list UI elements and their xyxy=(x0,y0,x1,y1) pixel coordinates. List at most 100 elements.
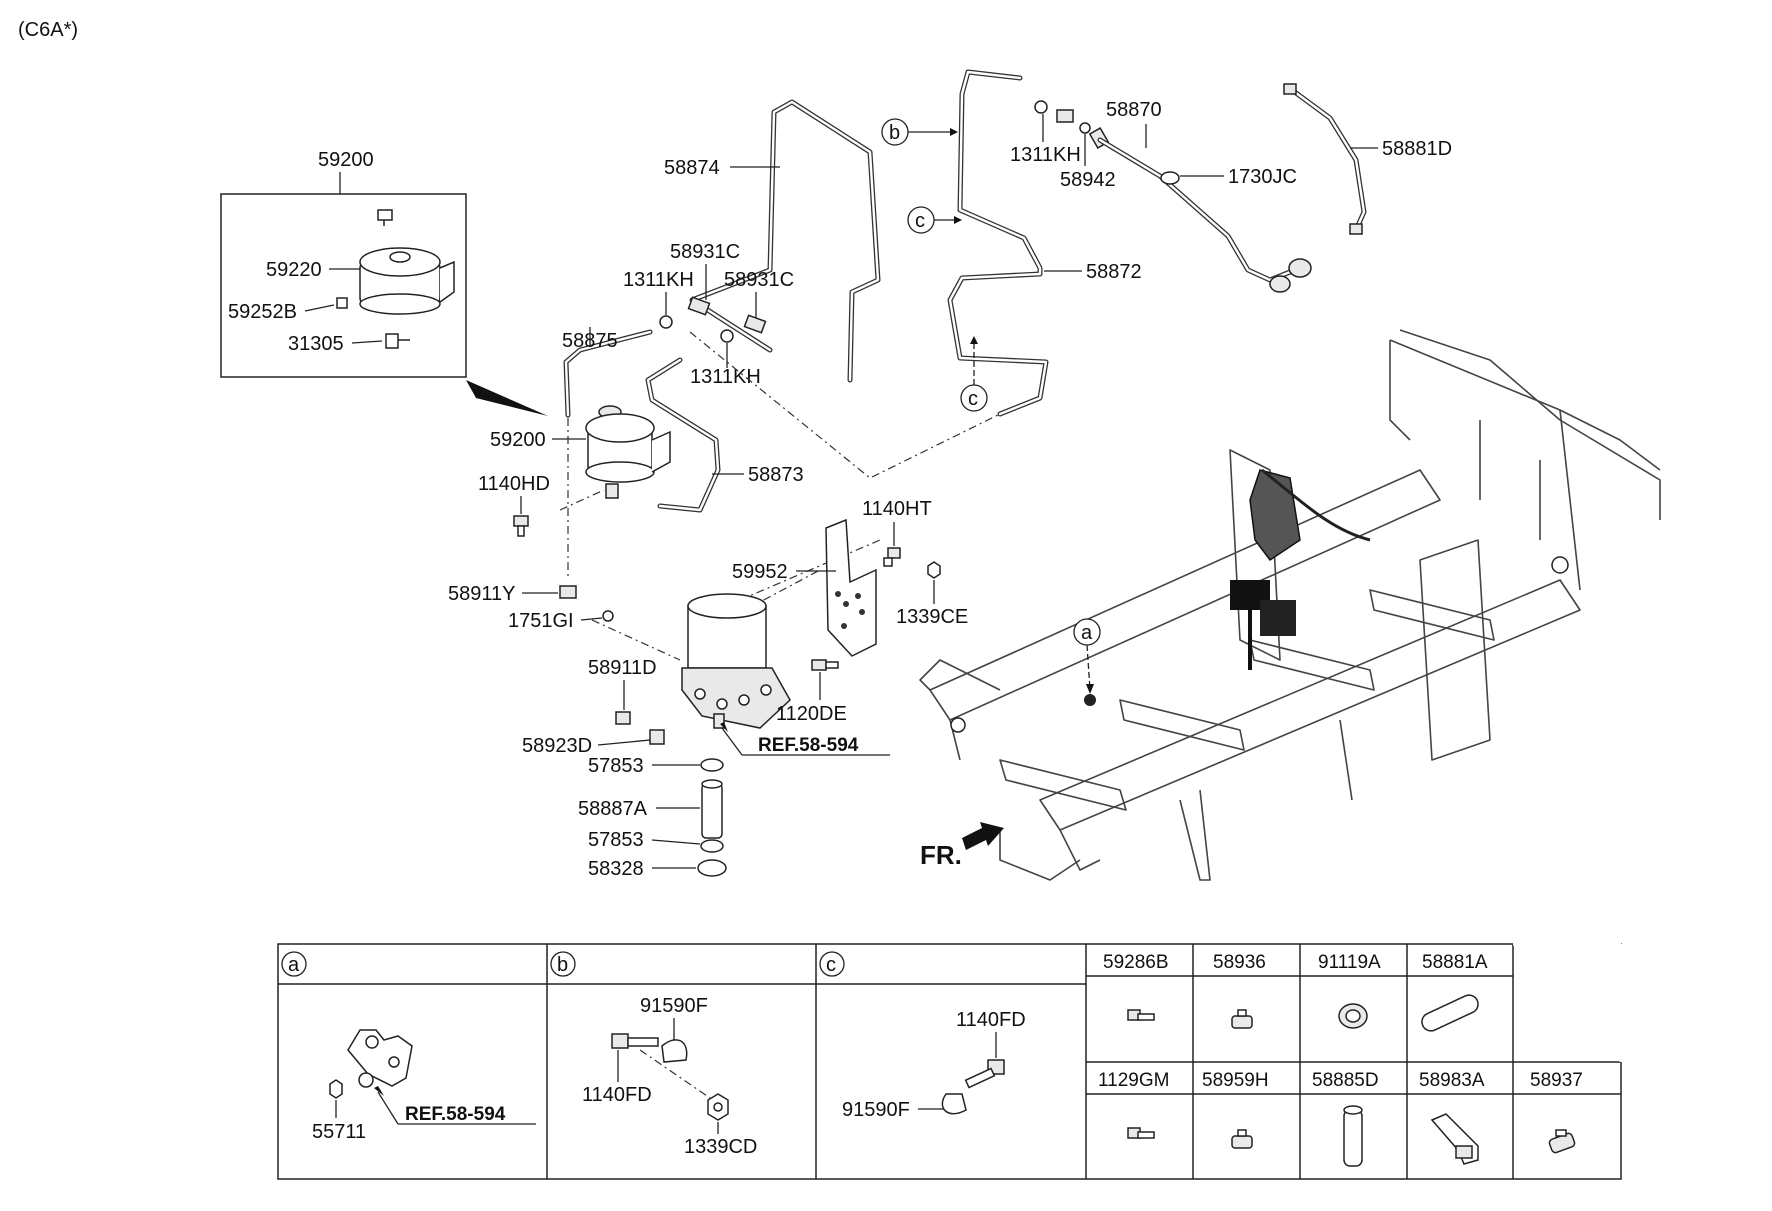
table-a-ref: REF.58-594 xyxy=(405,1104,506,1125)
air-dryer-icon xyxy=(681,593,791,729)
parts-table: a 55711 REF.58-594 b xyxy=(277,942,1623,1180)
label-1311KH-top: 1311KH xyxy=(1010,144,1081,166)
table-cell-91119A: 91119A xyxy=(1318,952,1381,973)
ref-58-594: REF.58-594 xyxy=(758,735,859,756)
table-a-55711: 55711 xyxy=(312,1121,366,1143)
label-1311KH-b: 1311KH xyxy=(690,366,761,388)
fitting-58923D-icon xyxy=(649,729,665,745)
front-arrow-icon xyxy=(962,822,1004,850)
label-58874: 58874 xyxy=(664,157,720,179)
valve-59200-icon xyxy=(585,405,671,499)
label-57853-a: 57853 xyxy=(588,755,644,777)
label-1311KH-a: 1311KH xyxy=(623,269,694,291)
bolt-59286B-icon xyxy=(1127,1009,1155,1021)
table-cell-58983A: 58983A xyxy=(1419,1070,1485,1091)
svg-text:a: a xyxy=(1081,622,1093,644)
fr-label: FR. xyxy=(920,840,962,870)
table-b-1140FD: 1140FD xyxy=(582,1084,652,1106)
cap-icon xyxy=(1269,275,1291,293)
connector-58931C-icon xyxy=(687,296,711,316)
fitting-31305-icon xyxy=(385,333,410,349)
cap-icon xyxy=(1288,258,1312,278)
label-59220: 59220 xyxy=(266,259,322,281)
clamp-57853-icon xyxy=(700,758,724,772)
label-58872: 58872 xyxy=(1086,261,1142,283)
label-1730JC: 1730JC xyxy=(1228,166,1297,188)
table-section-a: a 55711 REF.58-594 xyxy=(281,951,536,1143)
bracket-59952-icon xyxy=(825,518,877,657)
svg-text:b: b xyxy=(557,954,568,976)
table-cell-1129GM: 1129GM xyxy=(1098,1070,1169,1091)
ring-1311KH-icon xyxy=(659,315,673,329)
label-1751GI: 1751GI xyxy=(508,610,574,632)
table-cell-58885D: 58885D xyxy=(1312,1070,1379,1091)
pipe-58875 xyxy=(563,329,653,418)
pipe-58872 xyxy=(947,69,1049,417)
label-1120DE: 1120DE xyxy=(776,703,847,725)
callout-b: b xyxy=(881,118,958,146)
label-1140HD: 1140HD xyxy=(478,473,550,495)
svg-text:c: c xyxy=(826,954,836,976)
table-section-b: b 91590F 1140FD 1339CD xyxy=(550,951,757,1158)
fitting-58911D-icon xyxy=(615,711,631,725)
svg-text:b: b xyxy=(889,122,900,144)
bolt-1120DE-icon xyxy=(811,659,839,671)
bolt-1129GM-icon xyxy=(1127,1127,1155,1139)
inset-59200: 59200 59220 59252B 31305 xyxy=(220,149,467,378)
fitting-58937-icon xyxy=(1548,1129,1576,1154)
table-b-91590F: 91590F xyxy=(640,995,708,1017)
pipe-58874 xyxy=(689,99,881,383)
clip-91590F-icon xyxy=(661,1039,688,1063)
label-58881D: 58881D xyxy=(1382,138,1452,160)
table-cell-58881A: 58881A xyxy=(1422,952,1488,973)
svg-text:a: a xyxy=(288,954,300,976)
o-ring-58942-icon xyxy=(1079,122,1091,134)
label-1140HT: 1140HT xyxy=(862,498,932,520)
table-c-1140FD: 1140FD xyxy=(956,1009,1026,1031)
label-58911Y: 58911Y xyxy=(448,583,515,605)
hose-58885D-icon xyxy=(1343,1105,1363,1167)
callout-c-bottom: c xyxy=(960,336,988,412)
table-row-2: 1129GM 58959H 58885D 58983A 58937 xyxy=(1098,1070,1583,1167)
label-58931C-a: 58931C xyxy=(670,241,740,263)
ring-1311KH-icon xyxy=(720,329,734,343)
hose-58881D xyxy=(1283,83,1367,235)
fitting-58959H-icon xyxy=(1231,1129,1253,1149)
link-line xyxy=(739,539,881,601)
fittings-58870-row xyxy=(1034,100,1110,149)
mount-bracket-icon xyxy=(347,1029,413,1088)
label-58942: 58942 xyxy=(1060,169,1116,191)
table-b-1339CD: 1339CD xyxy=(684,1136,757,1158)
label-58873: 58873 xyxy=(748,464,804,486)
bolt-55711-icon xyxy=(329,1079,343,1099)
bolt-1140FD-icon xyxy=(611,1033,659,1049)
front-direction-indicator: FR. xyxy=(920,822,1004,870)
table-cell-58959H: 58959H xyxy=(1202,1070,1269,1091)
table-section-c: c 1140FD 91590F xyxy=(819,951,1026,1121)
bolt-1140FD-icon xyxy=(964,1059,1005,1089)
fitting-58936-icon xyxy=(1231,1009,1253,1029)
label-31305: 31305 xyxy=(288,333,344,355)
nut-1339CE-icon xyxy=(927,561,941,579)
label-59252B: 59252B xyxy=(228,301,297,323)
label-1339CE: 1339CE xyxy=(896,606,968,628)
label-59200-inset: 59200 xyxy=(318,149,374,171)
link-line xyxy=(559,489,605,511)
table-row-1: 59286B 58936 91119A 58881A xyxy=(1103,952,1488,1032)
elbow-fitting-icon xyxy=(377,209,393,226)
bolt-1140HT-icon xyxy=(883,547,901,567)
label-58328: 58328 xyxy=(588,858,644,880)
label-58911D: 58911D xyxy=(588,657,657,679)
chassis-frame-drawing xyxy=(919,329,1661,881)
table-cell-59286B: 59286B xyxy=(1103,952,1169,973)
inset-box xyxy=(220,193,467,378)
label-59952: 59952 xyxy=(732,561,788,583)
nipple-fitting-icon xyxy=(1056,109,1074,123)
label-59200: 59200 xyxy=(490,429,546,451)
clamp-57853-icon xyxy=(700,839,724,853)
inset-pointer-arrow xyxy=(466,380,548,416)
label-58931C-b: 58931C xyxy=(724,269,794,291)
svg-text:c: c xyxy=(915,210,925,232)
hose-58881A-icon xyxy=(1421,994,1479,1032)
